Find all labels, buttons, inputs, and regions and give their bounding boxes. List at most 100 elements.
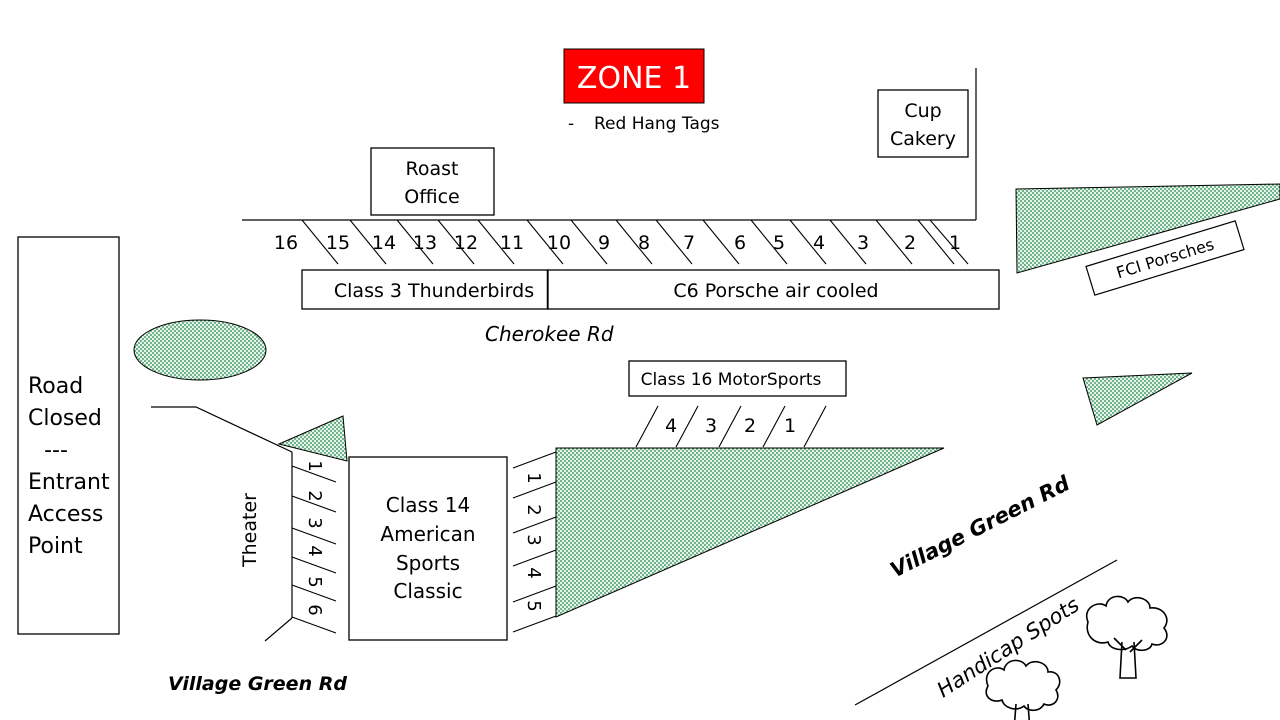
parking-divider bbox=[762, 405, 786, 448]
parking-divider bbox=[512, 451, 557, 469]
zone-title: ZONE 1 bbox=[577, 61, 691, 96]
roast-office-label-2: Office bbox=[404, 186, 459, 208]
parking-spot-number: 6 bbox=[734, 232, 746, 254]
parking-divider bbox=[512, 615, 557, 633]
cup-cakery-label-1: Cup bbox=[904, 100, 941, 122]
parking-divider bbox=[615, 219, 653, 265]
c6-label: C6 Porsche air cooled bbox=[673, 280, 878, 302]
c6-box bbox=[547, 269, 1000, 310]
roast-office-building bbox=[370, 147, 495, 216]
road-closed-line: --- bbox=[44, 438, 68, 463]
parking-spot-number: 5 bbox=[773, 232, 785, 254]
parking-spot-number: 2 bbox=[744, 415, 756, 437]
parking-divider bbox=[291, 527, 337, 545]
parking-spot-number: 2 bbox=[523, 504, 544, 515]
parking-divider bbox=[291, 495, 337, 513]
village-green-road-label-right: Village Green Rd bbox=[886, 471, 1074, 583]
road-closed-line: Entrant bbox=[28, 470, 110, 495]
parking-divider bbox=[789, 219, 827, 265]
parking-divider bbox=[291, 616, 337, 634]
road-closed-line: Point bbox=[28, 534, 83, 559]
parking-spot-number: 2 bbox=[304, 490, 325, 501]
class14-line: Sports bbox=[396, 551, 460, 575]
parking-divider bbox=[655, 219, 693, 265]
parking-divider bbox=[570, 219, 608, 265]
tree-icon bbox=[1085, 595, 1168, 679]
class14-box bbox=[348, 456, 508, 641]
class3-box bbox=[301, 269, 549, 310]
parking-spot-number: 8 bbox=[638, 232, 650, 254]
parking-spot-number: 1 bbox=[784, 415, 796, 437]
parking-spot-number: 4 bbox=[813, 232, 825, 254]
parking-spot-number: 1 bbox=[949, 232, 961, 254]
fci-grass-wedge bbox=[1015, 183, 1280, 274]
parking-divider bbox=[291, 584, 337, 602]
grass-oval bbox=[133, 319, 267, 381]
class14-line: Class 14 bbox=[386, 493, 470, 517]
theater-parking-column: 1 2 3 4 5 6 bbox=[291, 460, 337, 634]
parking-spot-number: 1 bbox=[304, 460, 325, 471]
parking-divider bbox=[291, 465, 337, 483]
parking-spot-number: 6 bbox=[304, 604, 325, 615]
parking-spot-number: 9 bbox=[598, 232, 610, 254]
parking-divider bbox=[526, 219, 564, 265]
parking-divider bbox=[718, 405, 742, 448]
cup-cakery-building bbox=[877, 89, 969, 158]
road-closed-line: Road bbox=[28, 374, 83, 399]
parking-spot-number: 15 bbox=[326, 232, 350, 254]
subtitle-bullet: - bbox=[568, 114, 574, 134]
parking-divider bbox=[512, 481, 557, 499]
road-closed-line: Closed bbox=[28, 406, 102, 431]
road-closed-box bbox=[17, 236, 120, 635]
roast-office-label-1: Roast bbox=[406, 158, 459, 180]
parking-spot-number: 3 bbox=[304, 517, 325, 528]
tree-icon bbox=[985, 659, 1061, 720]
parking-divider bbox=[635, 405, 659, 448]
road-edge-left bbox=[151, 406, 293, 453]
parking-divider bbox=[750, 219, 788, 265]
theater-label: Theater bbox=[239, 493, 261, 568]
parking-spot-number: 16 bbox=[274, 232, 298, 254]
parking-divider bbox=[291, 556, 337, 574]
parking-divider bbox=[396, 219, 434, 265]
cherokee-road-label: Cherokee Rd bbox=[485, 322, 614, 346]
parking-divider bbox=[917, 219, 955, 265]
zone-subtitle: Red Hang Tags bbox=[594, 114, 720, 134]
parking-spot-number: 4 bbox=[304, 545, 325, 556]
parking-spot-number: 3 bbox=[857, 232, 869, 254]
parking-spot-number: 14 bbox=[372, 232, 396, 254]
parking-spot-number: 13 bbox=[413, 232, 437, 254]
parking-divider bbox=[301, 219, 339, 265]
parking-spot-number: 1 bbox=[523, 472, 544, 483]
theater-corner bbox=[264, 617, 293, 642]
parking-divider bbox=[477, 219, 515, 265]
parking-spot-number: 10 bbox=[547, 232, 571, 254]
parking-spot-number: 12 bbox=[454, 232, 478, 254]
village-green-road-label-left: Village Green Rd bbox=[168, 673, 347, 695]
parking-divider bbox=[512, 585, 557, 603]
grass-triangle-right bbox=[1082, 372, 1193, 426]
parking-divider bbox=[512, 549, 557, 567]
parking-divider bbox=[512, 516, 557, 534]
grass-triangle-small bbox=[277, 415, 348, 462]
class3-label: Class 3 Thunderbirds bbox=[334, 280, 534, 302]
class14-line: Classic bbox=[393, 579, 462, 603]
parking-divider bbox=[702, 219, 740, 265]
zone-title-box bbox=[563, 48, 705, 104]
road-closed-line: Access bbox=[28, 502, 103, 527]
class16-label: Class 16 MotorSports bbox=[641, 370, 822, 390]
parking-spot-number: 5 bbox=[304, 576, 325, 587]
parking-divider bbox=[803, 405, 827, 448]
parking-divider bbox=[675, 405, 699, 448]
parking-spot-number: 3 bbox=[523, 534, 544, 545]
parking-divider bbox=[829, 219, 867, 265]
parking-spot-number: 3 bbox=[705, 415, 717, 437]
parking-divider bbox=[349, 219, 387, 265]
parking-divider bbox=[929, 219, 969, 265]
parking-spot-number: 4 bbox=[523, 567, 544, 578]
